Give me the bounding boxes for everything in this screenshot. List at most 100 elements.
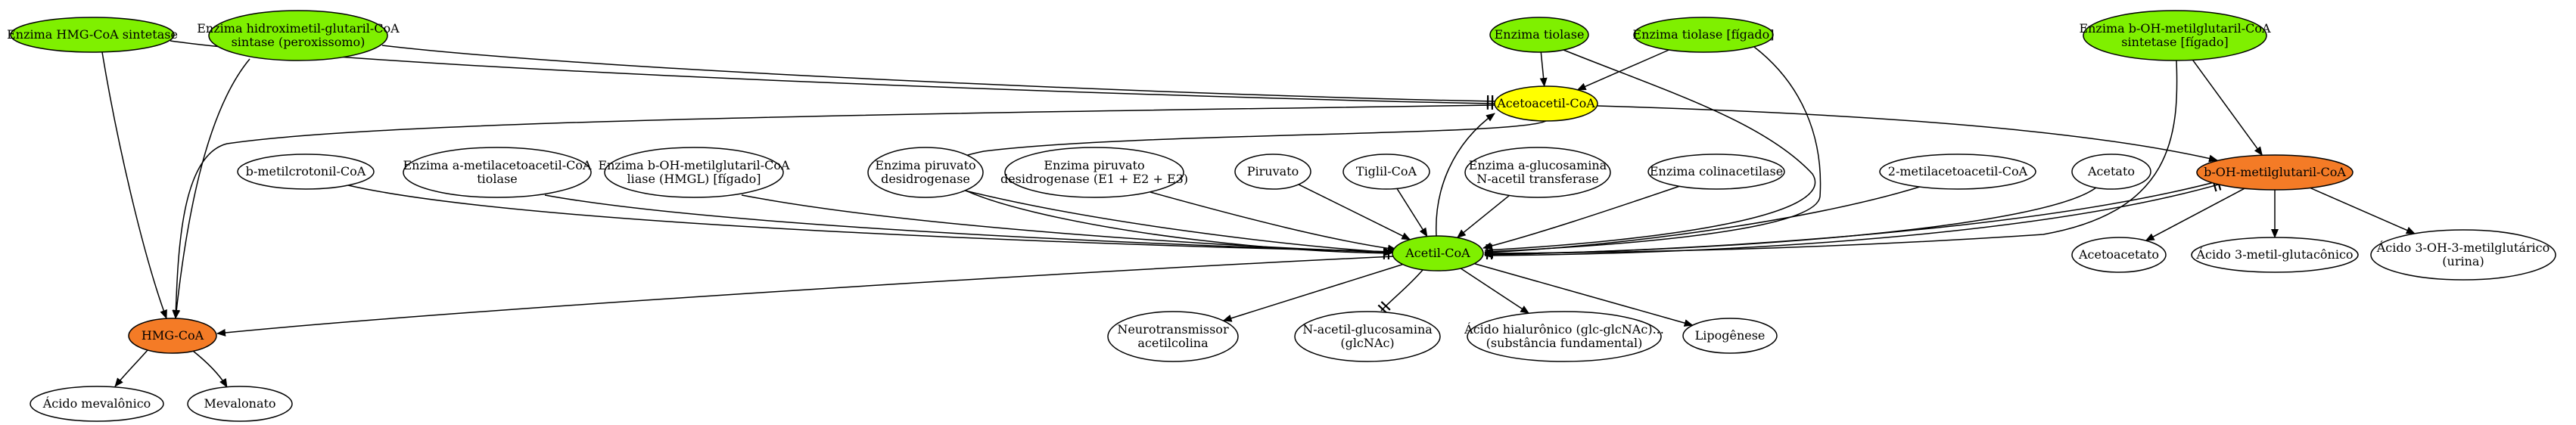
node-label-neurotransmissor-line-1: Neurotransmissor (1117, 322, 1229, 337)
edge-acetil-coa-to-hialuronico (1460, 268, 1530, 314)
node-label-tiolase-figado: Enzima tiolase [fígado] (1632, 27, 1774, 42)
node-metilacetoacetil: 2-metilacetoacetil-CoA (1879, 154, 2036, 190)
node-label-mevalonato: Mevalonato (204, 396, 275, 411)
edge-b-oh-sintetase-to-acetil-coa (1484, 60, 2178, 259)
node-label-tiglil: Tiglil-CoA (1356, 164, 1417, 178)
node-label-hmgl-line-1: Enzima b-OH-metilglutaril-CoA (598, 158, 790, 172)
edge-a-metilacetoacetil-to-acetil-coa (544, 194, 1393, 256)
edge-tiolase-to-acetil-coa (1484, 49, 1816, 256)
node-shape-tiolase (1489, 17, 1589, 53)
edge-b-oh-metilglutaril-coa-to-acetoacetato (2145, 188, 2245, 241)
node-label-neurotransmissor-line-2: acetilcolina (1137, 336, 1209, 350)
node-label-glucosamina-transferase-line-1: Enzima a-glucosamina (1469, 158, 1607, 172)
node-b-metilcrotonil: b-metilcrotonil-CoA (237, 154, 375, 190)
node-label-hidroximetil-glutaril-line-2: sintase (peroxissomo) (232, 35, 366, 49)
edge-acetoacetil-coa-to-hmg-coa (172, 104, 1495, 319)
edge-tiglil-to-acetil-coa (1396, 188, 1428, 237)
node-shape-hmg-coa-sintetase (10, 17, 175, 53)
node-label-b-oh-sintetase-line-2: sintetase [fígado] (2121, 35, 2228, 49)
node-label-b-metilcrotonil: b-metilcrotonil-CoA (246, 164, 366, 178)
node-label-oh-metilglutarico-line-1: Ácido 3-OH-3-metilglutárico (2376, 240, 2550, 255)
node-shape-tiolase-figado (1633, 17, 1774, 53)
node-label-hmg-coa-sintetase: Enzima HMG-CoA sintetase (7, 27, 178, 42)
node-shape-lipogenese (1682, 318, 1778, 354)
node-label-tiolase: Enzima tiolase (1495, 27, 1585, 42)
node-shape-glucosamina-transferase (1464, 147, 1611, 198)
node-shape-acetoacetato (2071, 237, 2167, 273)
node-hialuronico: Ácido hialurônico (glc-glcNAc)...(substâ… (1464, 311, 1664, 362)
edge-b-oh-sintetase-to-b-oh-metilglutaril-coa (2192, 59, 2263, 157)
node-label-b-oh-sintetase-line-1: Enzima b-OH-metilglutaril-CoA (2079, 21, 2271, 36)
node-shape-a-metilacetoacetil (403, 147, 592, 198)
node-label-metil-glutaconico: Ácido 3-metil-glutacônico (2195, 247, 2353, 262)
node-lipogenese: Lipogênese (1682, 318, 1778, 354)
node-label-mevalonico: Ácido mevalônico (42, 396, 151, 411)
node-acetoacetil-coa: Acetoacetil-CoA (1494, 85, 1598, 122)
edge-hidroximetil-glutaril-to-hmg-coa (173, 58, 250, 319)
node-label-hialuronico-line-2: (substância fundamental) (1486, 336, 1643, 350)
node-label-colinacetilase: Enzima colinacetilase (1650, 164, 1783, 178)
edge-tiolase-to-acetoacetil-coa (1539, 51, 1548, 87)
edge-metilacetoacetil-to-acetil-coa (1484, 185, 1923, 256)
node-label-oh-metilglutarico-line-2: (urina) (2442, 254, 2484, 268)
node-shape-colinacetilase (1647, 154, 1785, 190)
node-colinacetilase: Enzima colinacetilase (1647, 154, 1785, 190)
edge-piruvato-desidrogenase-e-to-acetil-coa (1150, 191, 1397, 253)
node-shape-acetoacetil-coa (1494, 85, 1598, 122)
node-shape-hmg-coa (128, 318, 217, 354)
node-label-piruvato-desidrogenase-line-1: Enzima piruvato (875, 158, 975, 172)
edge-tiolase-figado-to-acetoacetil-coa (1576, 49, 1669, 91)
edge-colinacetilase-to-acetil-coa (1482, 185, 1681, 250)
node-n-acetil-glucosamina: N-acetil-glucosamina(glcNAc) (1294, 311, 1441, 362)
node-tiglil: Tiglil-CoA (1342, 154, 1430, 190)
edge-acetil-coa-to-b-oh-metilglutaril-coa (1484, 178, 2222, 256)
edge-hidroximetil-glutaril-to-acetoacetil-coa (381, 45, 1495, 107)
node-label-piruvato-desidrogenase-e-line-2: desidrogenase (E1 + E2 + E3) (1000, 172, 1188, 186)
node-hmg-coa-sintetase: Enzima HMG-CoA sintetase (7, 17, 178, 53)
node-label-hialuronico-line-1: Ácido hialurônico (glc-glcNAc)... (1464, 321, 1664, 337)
edge-glucosamina-transferase-to-acetil-coa (1456, 194, 1510, 238)
edge-acetil-coa-to-neurotransmissor (1222, 263, 1403, 322)
node-shape-b-metilcrotonil (237, 154, 375, 190)
node-shape-piruvato (1234, 154, 1311, 190)
edge-acetoacetil-coa-to-acetil-coa (942, 120, 1547, 259)
node-label-acetoacetil-coa: Acetoacetil-CoA (1496, 96, 1595, 110)
node-mevalonico: Ácido mevalônico (30, 386, 164, 422)
edge-piruvato-desidrogenase-to-acetil-coa (964, 190, 1394, 256)
node-tiolase-figado: Enzima tiolase [fígado] (1632, 17, 1775, 53)
edge-acetil-coa-to-lipogenese (1474, 262, 1694, 327)
node-shape-b-oh-sintetase (2083, 10, 2267, 61)
node-shape-hialuronico (1467, 311, 1662, 362)
edge-acetil-coa-to-n-acetil-glucosamina (1377, 269, 1423, 315)
node-hmg-coa: HMG-CoA (128, 318, 217, 354)
edge-hmg-coa-sintetase-to-hmg-coa (101, 51, 167, 319)
edge-acetoacetil-coa-to-b-oh-metilglutaril-coa (1597, 105, 2218, 163)
edge-b-oh-metilglutaril-coa-to-oh-metilglutarico (2310, 187, 2416, 234)
node-shape-mevalonico (30, 386, 164, 422)
edge-hmgl-to-acetil-coa (741, 194, 1393, 256)
node-shape-metilacetoacetil (1879, 154, 2036, 190)
edge-hmg-coa-to-mevalonico (114, 349, 148, 387)
node-label-a-metilacetoacetil-line-2: tiolase (477, 172, 518, 186)
nodes-layer: Enzima HMG-CoA sintetase Enzima hidroxime… (7, 10, 2556, 422)
node-shape-acetil-coa (1392, 235, 1484, 271)
node-shape-b-oh-metilglutaril-coa (2196, 154, 2354, 191)
node-metil-glutaconico: Ácido 3-metil-glutacônico (2191, 237, 2359, 273)
node-mevalonato: Mevalonato (187, 386, 293, 422)
node-label-acetato: Acetato (2087, 164, 2135, 178)
node-label-piruvato-desidrogenase-e-line-1: Enzima piruvato (1044, 158, 1144, 172)
node-acetil-coa: Acetil-CoA (1392, 235, 1484, 271)
node-label-acetil-coa: Acetil-CoA (1405, 246, 1470, 260)
edge-piruvato-to-acetil-coa (1298, 184, 1411, 240)
edge-b-oh-metilglutaril-coa-to-acetil-coa (1484, 181, 2218, 259)
node-shape-tiglil (1342, 154, 1430, 190)
node-label-hidroximetil-glutaril-line-1: Enzima hidroximetil-glutaril-CoA (197, 21, 400, 36)
node-shape-n-acetil-glucosamina (1294, 311, 1441, 362)
node-label-metilacetoacetil: 2-metilacetoacetil-CoA (1888, 164, 2028, 178)
node-label-n-acetil-glucosamina-line-1: N-acetil-glucosamina (1302, 322, 1433, 337)
edge-acetil-coa-to-acetoacetil-coa (1436, 113, 1495, 237)
